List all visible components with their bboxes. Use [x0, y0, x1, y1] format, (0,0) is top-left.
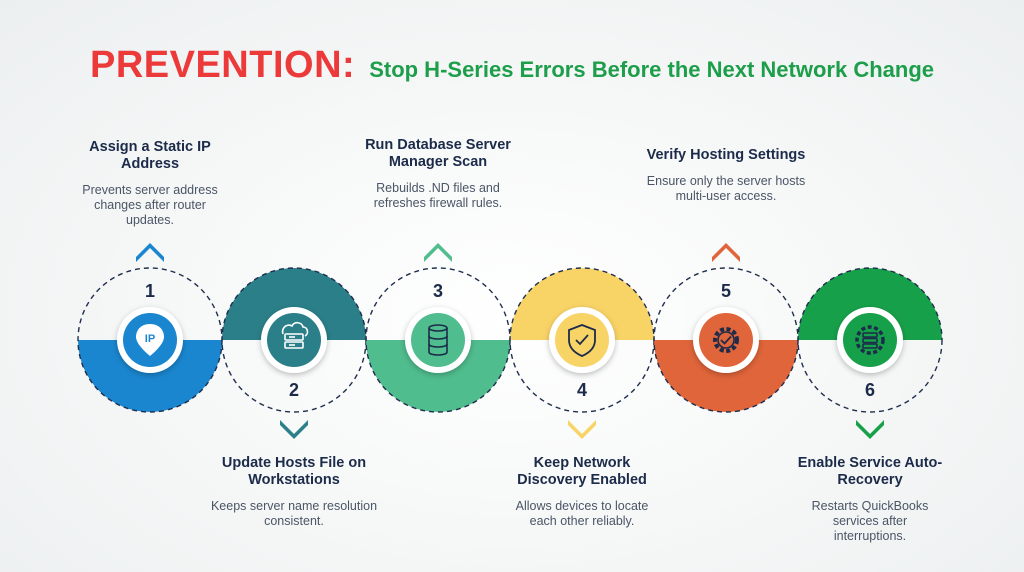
step-1-label: Assign a Static IP Address Prevents serv… [70, 139, 230, 228]
step-5-title: Verify Hosting Settings [646, 147, 806, 163]
title-subtitle: Stop H-Series Errors Before the Next Net… [369, 57, 934, 82]
step-3-description: Rebuilds .ND files and refreshes firewal… [373, 181, 503, 210]
step-6-title: Enable Service Auto-Recovery [797, 455, 943, 488]
step-4-half-disc [510, 268, 654, 340]
step-3-arrow-up [424, 243, 452, 262]
step-4-description: Allows devices to locate each other reli… [515, 499, 649, 528]
cloud-server-icon [281, 321, 309, 349]
step-4-title: Keep Network Discovery Enabled [517, 455, 647, 488]
step-1-title: Assign a Static IP Address [89, 139, 211, 172]
step-6-arrow-down [856, 420, 884, 439]
step-4-arrow-down [568, 420, 596, 439]
title-prevention: PREVENTION: [89, 44, 356, 86]
step-4: 4 [509, 267, 655, 439]
step-6-description: Restarts QuickBooks services after inter… [811, 499, 929, 543]
shield-check-icon [568, 324, 596, 357]
step-1-description: Prevents server address changes after ro… [82, 183, 218, 227]
step-3-number: 3 [433, 281, 443, 301]
step-1-number: 1 [145, 281, 155, 301]
step-6-label: Enable Service Auto-Recovery Restarts Qu… [795, 455, 945, 544]
step-2-label: Update Hosts File on Workstations Keeps … [209, 455, 379, 529]
step-5-arrow-up [712, 243, 740, 262]
step-5-label: Verify Hosting Settings Ensure only the … [636, 147, 816, 204]
gear-server-icon [855, 325, 885, 355]
step-3-label: Run Database Server Manager Scan Rebuild… [353, 137, 523, 211]
step-4-number: 4 [577, 380, 587, 400]
step-5: 5 [653, 243, 799, 413]
step-1: IP 1 [77, 243, 223, 413]
gear-check-icon [713, 327, 739, 353]
step-6-half-disc [798, 268, 942, 340]
ip-icon-text: IP [145, 333, 155, 345]
step-2-half-disc [222, 268, 366, 340]
step-3-title: Run Database Server Manager Scan [365, 137, 511, 170]
step-2-number: 2 [289, 380, 299, 400]
step-3-half-disc [366, 340, 510, 412]
step-5-number: 5 [721, 281, 731, 301]
step-2: 2 [221, 267, 367, 439]
step-6-dashed-ring [797, 267, 943, 413]
database-icon [428, 324, 448, 356]
step-1-arrow-up [136, 243, 164, 262]
step-2-description: Keeps server name resolution consistent. [210, 499, 378, 528]
step-1-half-disc [78, 340, 222, 412]
step-2-title: Update Hosts File on Workstations [221, 455, 367, 488]
ip-location-pin-icon: IP [136, 324, 164, 356]
step-6: 6 [797, 267, 943, 439]
step-4-label: Keep Network Discovery Enabled Allows de… [502, 455, 662, 529]
page-title: PREVENTION: Stop H-Series Errors Before … [0, 44, 1024, 87]
step-6-number: 6 [865, 380, 875, 400]
step-2-arrow-down [280, 420, 308, 439]
step-5-description: Ensure only the server hosts multi-user … [646, 174, 806, 203]
step-5-half-disc [654, 340, 798, 412]
step-3: 3 [365, 243, 511, 413]
